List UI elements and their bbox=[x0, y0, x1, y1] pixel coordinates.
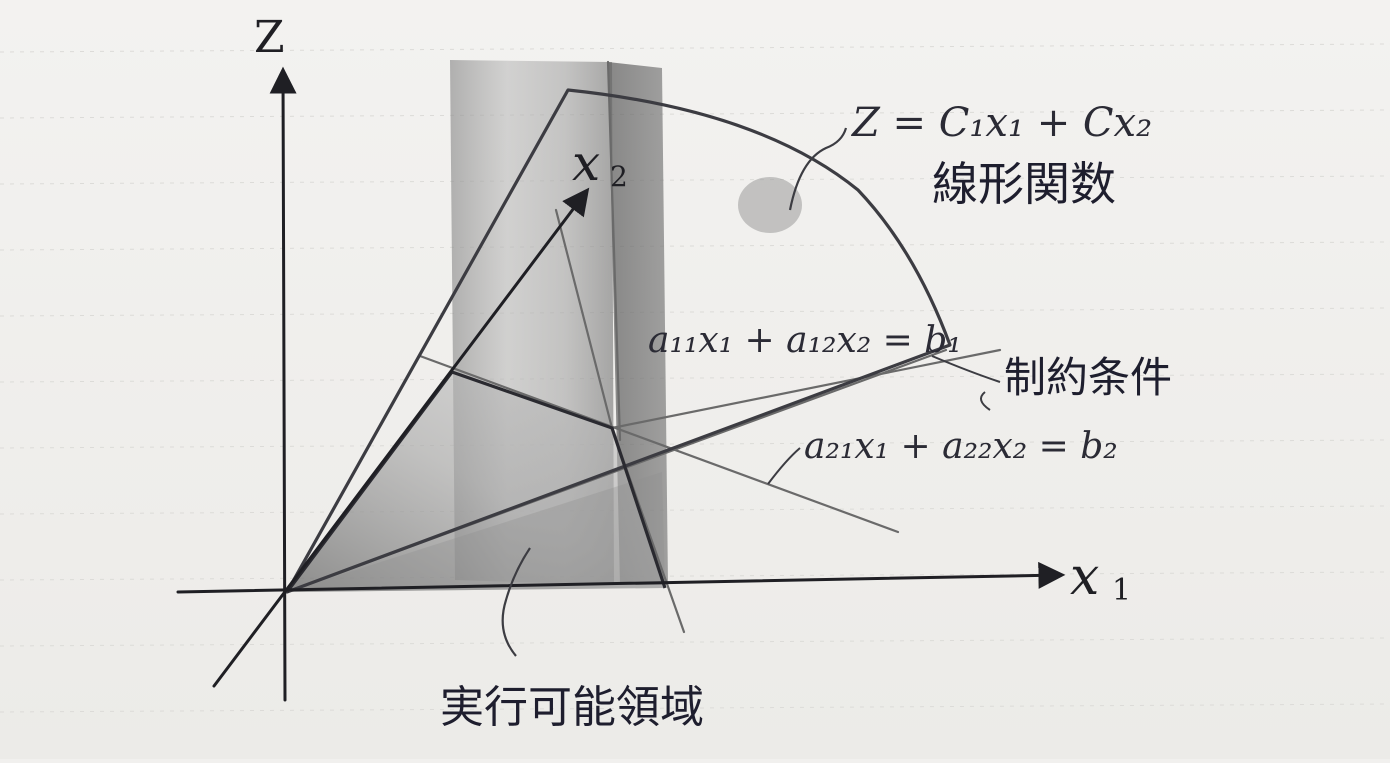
x1-axis-label: x 1 bbox=[1070, 547, 1131, 608]
constraint-2-equation: a₂₁x₁ + a₂₂x₂ = b₂ bbox=[804, 426, 1118, 467]
objective-label: 線形関数 bbox=[932, 157, 1116, 211]
constraints-label-pointer bbox=[980, 391, 991, 411]
ruled-lines bbox=[0, 43, 1390, 713]
region-pointer bbox=[501, 547, 531, 657]
constraints-label: 制約条件 bbox=[1004, 353, 1172, 402]
feasible-region-outline bbox=[285, 370, 667, 593]
feasible-region-label: 実行可能領域 bbox=[440, 682, 704, 733]
svg-text:x: x bbox=[1070, 547, 1099, 607]
svg-text:2: 2 bbox=[610, 160, 628, 193]
constraint-1-pointer bbox=[931, 355, 1001, 383]
objective-surface-outline bbox=[285, 88, 952, 594]
svg-text:x: x bbox=[572, 134, 600, 192]
objective-pointer bbox=[788, 127, 848, 211]
axes bbox=[176, 66, 1066, 702]
svg-text:1: 1 bbox=[1112, 573, 1131, 608]
x2-axis-label: x 2 bbox=[572, 134, 628, 193]
x2-axis bbox=[212, 187, 590, 688]
objective-equation: Z = C₁x₁ + Cx₂ bbox=[850, 100, 1152, 146]
z-axis bbox=[269, 66, 297, 702]
constraint-1-equation: a₁₁x₁ + a₁₂x₂ = b₁ bbox=[648, 320, 962, 361]
feasible-region-lower-band bbox=[287, 472, 665, 592]
feasible-region-shade bbox=[287, 372, 665, 592]
objective-surface-smudge bbox=[738, 177, 802, 233]
x1-axis bbox=[176, 561, 1066, 594]
constraint-2-pointer bbox=[767, 447, 801, 485]
z-axis-label: Z bbox=[254, 12, 285, 63]
